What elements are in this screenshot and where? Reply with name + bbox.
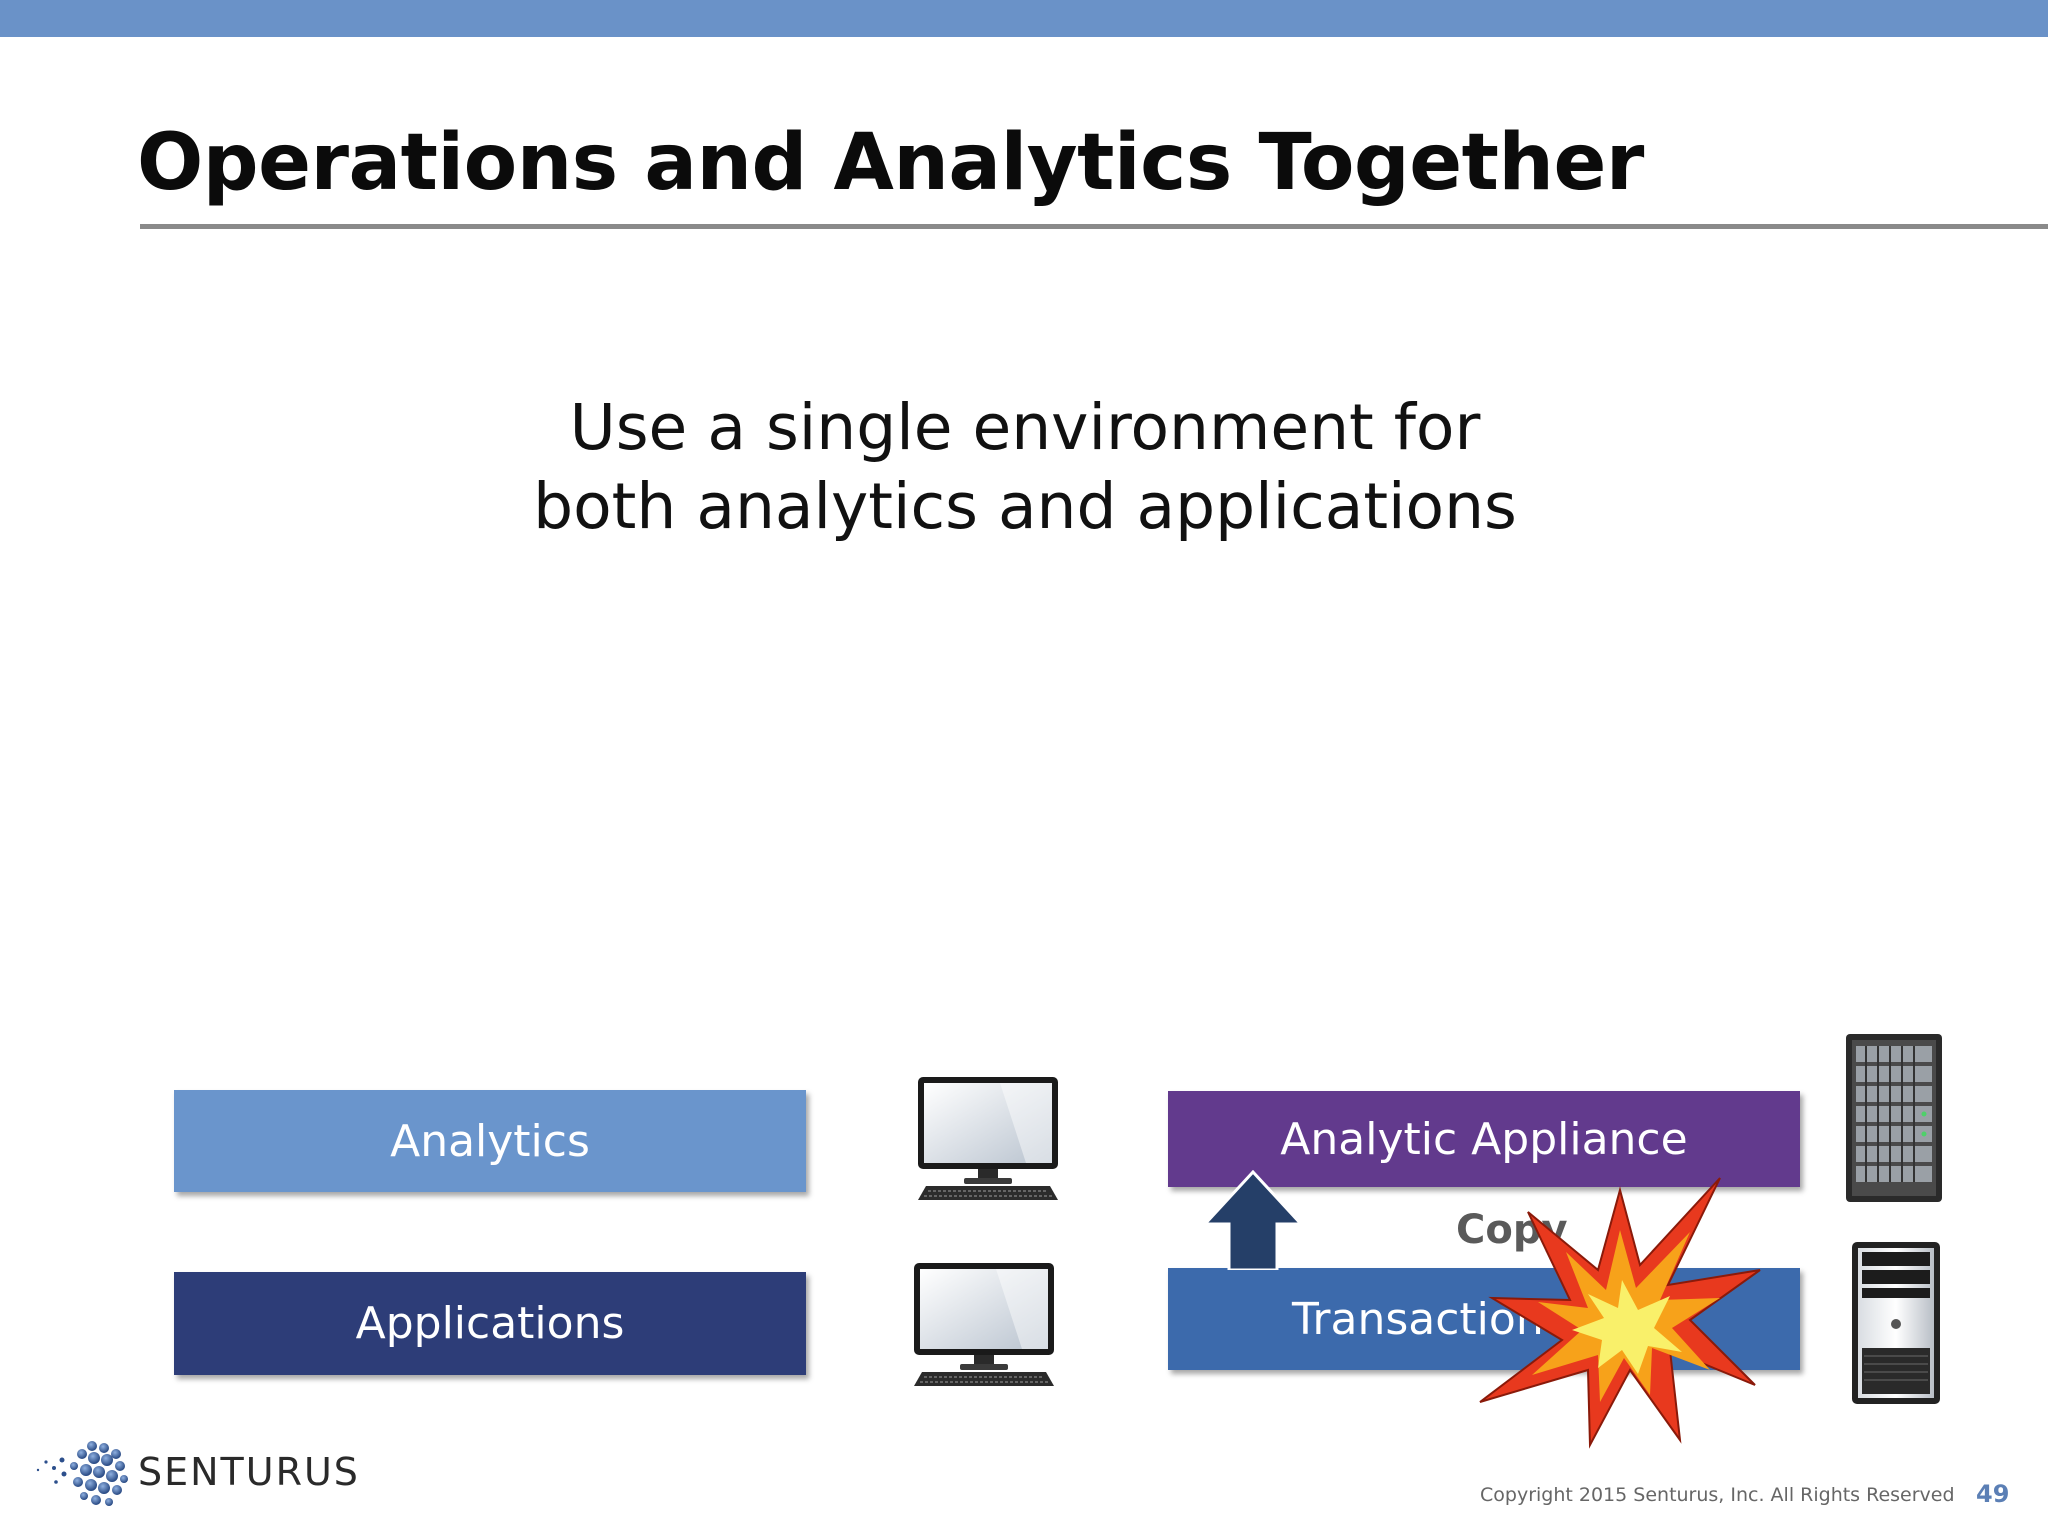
tower-server-icon [1852, 1242, 1940, 1404]
senturus-logo: SENTURUS [32, 1432, 360, 1512]
analytic-appliance-label: Analytic Appliance [1280, 1113, 1688, 1165]
analytic-appliance-box: Analytic Appliance [1168, 1091, 1800, 1187]
senturus-globe-icon [36, 1441, 128, 1506]
copyright-text: Copyright 2015 Senturus, Inc. All Rights… [1480, 1484, 1955, 1506]
page-number: 49 [1976, 1480, 2010, 1508]
applications-label: Applications [355, 1298, 625, 1349]
explosion-icon [1479, 1177, 1761, 1449]
analytics-box: Analytics [174, 1090, 806, 1192]
desktop-computer-icon [918, 1077, 1058, 1200]
brand-name: SENTURUS [138, 1450, 360, 1494]
title-divider [140, 224, 2048, 229]
slide-subtitle: Use a single environment for both analyt… [440, 388, 1610, 546]
top-accent-bar [0, 0, 2048, 37]
subtitle-line-1: Use a single environment for [569, 391, 1481, 464]
up-arrow-icon [1203, 1170, 1303, 1270]
slide-title: Operations and Analytics Together [137, 118, 1644, 208]
subtitle-line-2: both analytics and applications [533, 470, 1517, 543]
desktop-computer-icon [914, 1263, 1054, 1386]
analytics-label: Analytics [390, 1115, 590, 1167]
server-rack-icon [1846, 1034, 1942, 1202]
applications-box: Applications [174, 1272, 806, 1375]
